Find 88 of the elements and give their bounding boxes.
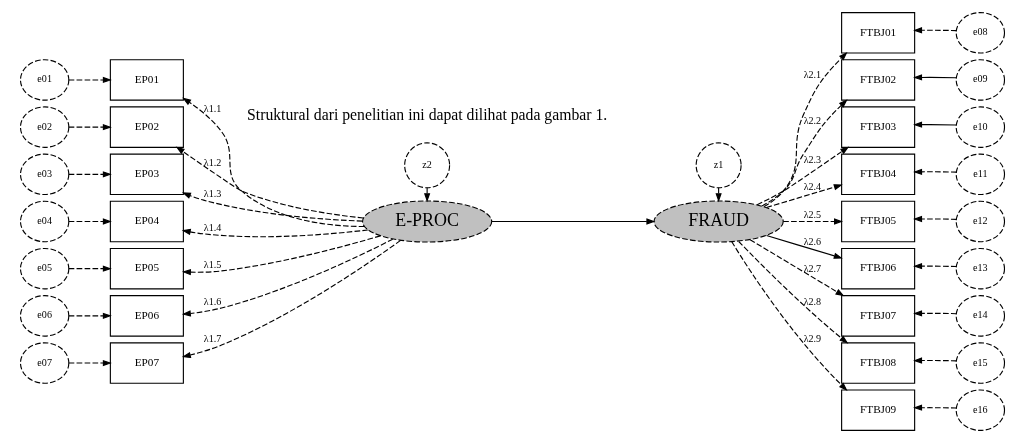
node-ellipse: e02 [19, 106, 70, 148]
edge-label: λ1.4 [203, 221, 222, 233]
node-ellipse: e03 [19, 153, 70, 196]
node-ellipse: e08 [955, 12, 1006, 54]
node-ellipse: e11 [955, 153, 1006, 196]
node-ellipse: e10 [955, 106, 1006, 148]
label: Struktural dari penelitian ini dapat dilihat pada gambar 1. [247, 106, 608, 124]
arrow [913, 74, 957, 81]
arrow [761, 99, 848, 207]
arrow [68, 124, 112, 131]
node-ellipse: FRAUD [653, 200, 784, 243]
node-ellipse: E-PROC [362, 200, 493, 243]
node-box: EP05 [109, 247, 184, 290]
edge-label: λ2.4 [803, 181, 822, 193]
arrow [913, 404, 957, 411]
arrow [765, 234, 843, 259]
node-ellipse: e01 [19, 59, 70, 101]
arrow [68, 312, 112, 319]
edge-label: λ1.5 [203, 258, 222, 270]
node-box: FTBJ08 [841, 342, 916, 384]
node-box: EP04 [109, 200, 184, 243]
node-box: EP07 [109, 342, 184, 384]
node-circle: z1 [695, 142, 742, 189]
node-box: EP06 [109, 295, 184, 337]
edge-label: λ2.1 [803, 68, 822, 80]
arrow [782, 218, 843, 225]
node-box: FTBJ05 [841, 200, 916, 243]
node-box: EP02 [109, 106, 184, 148]
node-ellipse: e13 [955, 247, 1006, 290]
arrow [68, 218, 112, 225]
arrow [68, 359, 112, 367]
arrow [913, 263, 957, 270]
arrow [738, 240, 849, 344]
arrow [68, 76, 112, 84]
arrow [749, 239, 845, 297]
arrow [731, 241, 848, 391]
arrow [175, 146, 364, 219]
node-box: FTBJ09 [841, 389, 916, 431]
arrow [424, 187, 431, 203]
node-circle: z2 [404, 142, 451, 189]
arrow [68, 171, 112, 178]
arrow [763, 51, 848, 208]
edge-label: λ1.1 [203, 102, 222, 114]
edge-label: λ1.3 [203, 188, 222, 200]
node-box: FTBJ07 [841, 295, 916, 337]
node-ellipse: e07 [19, 342, 70, 384]
node-ellipse: e05 [19, 247, 70, 290]
arrow [181, 228, 369, 238]
node-ellipse: e04 [19, 200, 70, 243]
edge-label: λ2.3 [803, 154, 822, 166]
edge-label: λ2.6 [803, 236, 822, 248]
node-box: EP01 [109, 59, 184, 101]
arrow [756, 146, 850, 206]
arrow [181, 239, 402, 359]
node-box: FTBJ06 [841, 247, 916, 290]
node-box: FTBJ01 [841, 12, 916, 54]
edge-label: λ1.7 [203, 332, 222, 344]
arrow [765, 184, 843, 209]
edge-label: λ1.2 [203, 156, 222, 168]
node-box: FTBJ04 [841, 153, 916, 196]
arrow [913, 121, 957, 128]
arrow [715, 187, 722, 203]
node-ellipse: e15 [955, 342, 1006, 384]
edge-label: λ2.5 [803, 209, 822, 221]
edge-label: λ2.9 [803, 332, 822, 344]
arrow [181, 238, 394, 317]
arrow [913, 27, 957, 34]
arrow [913, 310, 957, 317]
node-ellipse: e12 [955, 200, 1006, 243]
edge-label: λ2.2 [803, 115, 822, 126]
arrow [68, 265, 112, 272]
edge-label: λ2.8 [803, 295, 822, 307]
node-ellipse: e14 [955, 295, 1006, 337]
arrow [913, 357, 957, 364]
node-ellipse: e06 [19, 295, 70, 337]
node-ellipse: e16 [955, 389, 1006, 431]
edge-label: λ2.7 [803, 263, 822, 275]
arrow [913, 215, 957, 223]
arrow [913, 168, 957, 175]
arrow [181, 192, 363, 222]
node-box: EP03 [109, 153, 184, 196]
node-box: FTBJ03 [841, 106, 916, 148]
node-ellipse: e09 [955, 59, 1006, 101]
arrow [181, 235, 381, 276]
node-box: FTBJ02 [841, 59, 916, 101]
arrow [491, 218, 656, 225]
edge-label: λ1.6 [203, 295, 222, 307]
arrow [182, 97, 365, 228]
